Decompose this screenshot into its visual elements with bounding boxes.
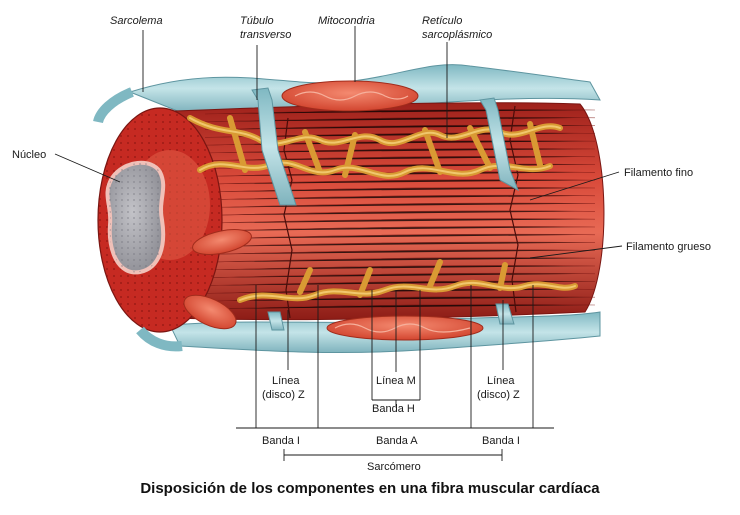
leader-lines: [54, 26, 623, 461]
label-linea-z-right-line2: (disco) Z: [477, 389, 520, 401]
striation-line: [204, 179, 596, 185]
striation-line: [204, 187, 596, 193]
striation-line: [204, 257, 596, 263]
label-banda-i-left: Banda I: [262, 435, 300, 447]
label-sarcomero: Sarcómero: [367, 461, 421, 473]
label-nucleo: Núcleo: [12, 149, 46, 161]
striation-line: [204, 194, 596, 201]
striation-line: [204, 265, 596, 271]
label-sarcolema: Sarcolema: [110, 15, 163, 27]
label-banda-i-right: Banda I: [482, 435, 520, 447]
striation-line: [204, 249, 596, 255]
label-banda-a: Banda A: [376, 435, 418, 447]
mitochondria: [183, 80, 484, 341]
striation-line: [204, 272, 596, 279]
label-linea-z-right-line1: Línea: [487, 375, 515, 387]
striation-line: [204, 226, 596, 232]
label-reticulo-line1: Retículo: [422, 15, 462, 27]
label-banda-h: Banda H: [372, 403, 415, 415]
label-linea-z-left-line2: (disco) Z: [262, 389, 305, 401]
figure-caption: Disposición de los componentes en una fi…: [140, 480, 600, 497]
striation-line: [204, 202, 596, 208]
t-tubules: [251, 87, 519, 331]
striation-line: [204, 241, 596, 247]
label-reticulo-line2: sarcoplásmico: [422, 29, 492, 41]
striation-line: [204, 233, 596, 240]
label-linea-z-left-line1: Línea: [272, 375, 300, 387]
label-linea-m: Línea M: [376, 375, 416, 387]
label-tubulo-line1: Túbulo: [240, 15, 274, 27]
label-tubulo-line2: transverso: [240, 29, 291, 41]
label-mitocondria: Mitocondria: [318, 15, 375, 27]
label-filamento-fino: Filamento fino: [624, 167, 693, 179]
striation-line: [204, 210, 596, 216]
striation-line: [204, 218, 596, 224]
z-lines: [283, 105, 519, 319]
label-filamento-grueso: Filamento grueso: [626, 241, 711, 253]
